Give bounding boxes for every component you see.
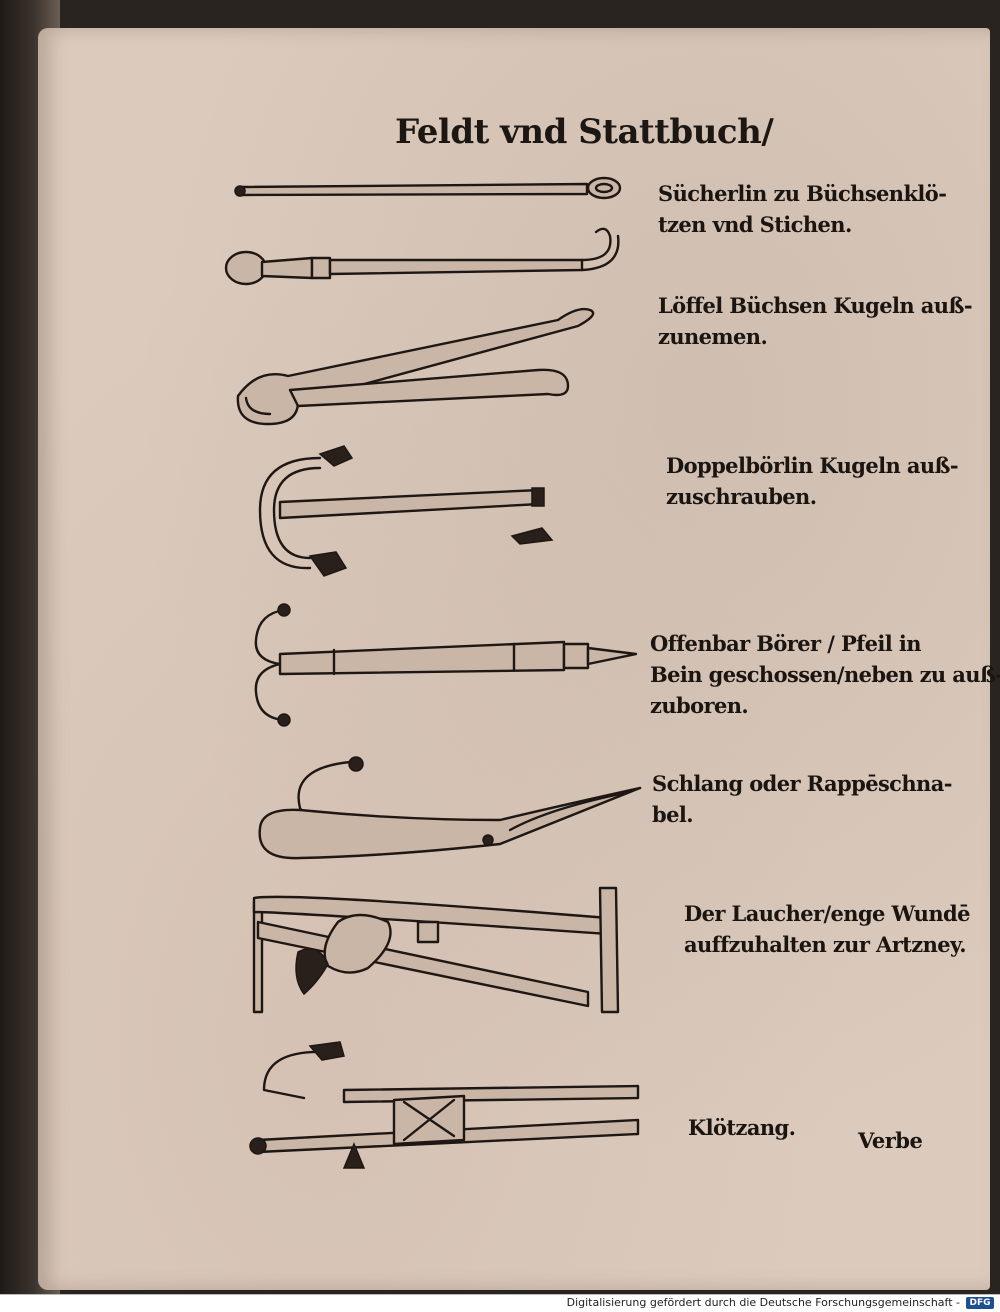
page-header: Feldt vnd Stattbuch/ [395,112,774,152]
probe-illustration [234,176,622,200]
footer-text: Digitalisierung gefördert durch die Deut… [566,1296,960,1309]
caption-kloetzang: Klötzang. [688,1115,796,1140]
caption-schlang: Schlang oder Rappēschna-bel. [652,771,952,827]
double-screw-extractor-illustration [258,445,554,577]
caption-suecherlin: Sücherlin zu Büchsenklö-tzen vnd Stichen… [658,181,947,237]
dfg-logo-icon[interactable]: DFG [966,1297,994,1309]
caption-loeffel: Löffel Büchsen Kugeln auß-zunemen. [658,293,973,349]
digitization-footer: Digitalisierung gefördert durch die Deut… [0,1294,1000,1312]
forceps-illustration [236,307,595,426]
catchword: Verbe [858,1128,923,1153]
extraction-tongs-illustration [249,1041,640,1169]
bone-drill-illustration [254,603,638,727]
wound-retractor-illustration [252,886,620,1014]
caption-doppelboerlin: Doppelbörlin Kugeln auß-zuschrauben. [666,453,959,509]
crows-beak-forceps-illustration [258,756,642,860]
bullet-spoon-illustration [224,227,620,286]
